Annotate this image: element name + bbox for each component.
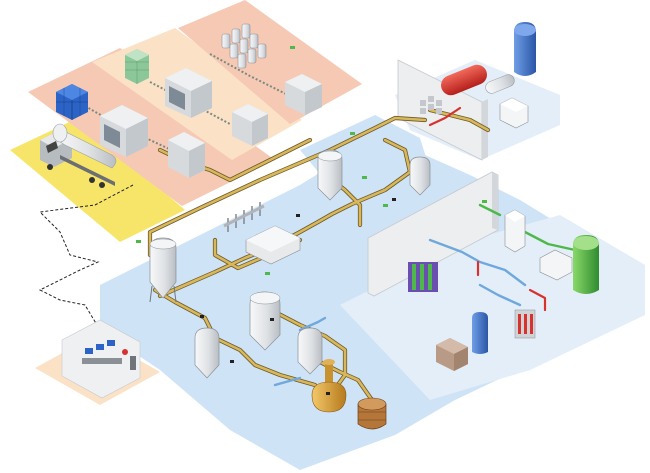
blue-vertical-tank <box>514 22 536 76</box>
valve-cluster <box>420 96 442 114</box>
filling-machine <box>100 105 148 157</box>
fermentation-tank <box>317 149 343 201</box>
signal-lines <box>38 184 134 331</box>
blue-gas-cylinder <box>472 312 488 354</box>
tanker-truck <box>40 123 117 188</box>
bottle-crate-stack <box>125 49 149 84</box>
bottling-line-zone-1 <box>28 48 275 206</box>
wooden-lauter-tun <box>357 397 387 430</box>
horizontal-tank-white <box>485 74 515 94</box>
white-cabinet <box>504 209 526 253</box>
control-desk <box>82 340 136 370</box>
fermentation-tank-2 <box>409 156 431 196</box>
manifold-valve-block <box>223 202 265 232</box>
ibc-container <box>499 97 529 129</box>
heat-exchanger <box>408 262 438 292</box>
labeling-machine-2 <box>232 104 268 146</box>
copper-brew-kettle <box>311 359 347 413</box>
labeling-machine <box>168 132 205 178</box>
pipe-blue <box>273 238 527 387</box>
fermentation-tank-5 <box>297 327 323 375</box>
boiler-crate <box>436 338 468 371</box>
plate-filter <box>245 225 301 265</box>
storage-tank <box>149 237 177 303</box>
signal-line-control <box>38 184 134 331</box>
chiller-unit <box>514 309 536 339</box>
pipe-green <box>478 203 577 252</box>
filling-machine-2 <box>165 68 212 118</box>
fermentation-tank-4 <box>194 327 220 379</box>
green-nitrogen-tank <box>573 235 599 294</box>
packaging-machine <box>285 74 322 115</box>
dryer-unit <box>539 249 573 281</box>
red-air-receiver <box>441 64 487 96</box>
valve-markers <box>136 46 487 395</box>
control-room <box>61 319 141 399</box>
pallet-stack <box>56 84 88 120</box>
keg-stack <box>221 23 267 69</box>
wall-utility-edge <box>492 172 498 230</box>
fermentation-tank-3 <box>249 291 281 351</box>
pipe-red <box>428 106 547 312</box>
